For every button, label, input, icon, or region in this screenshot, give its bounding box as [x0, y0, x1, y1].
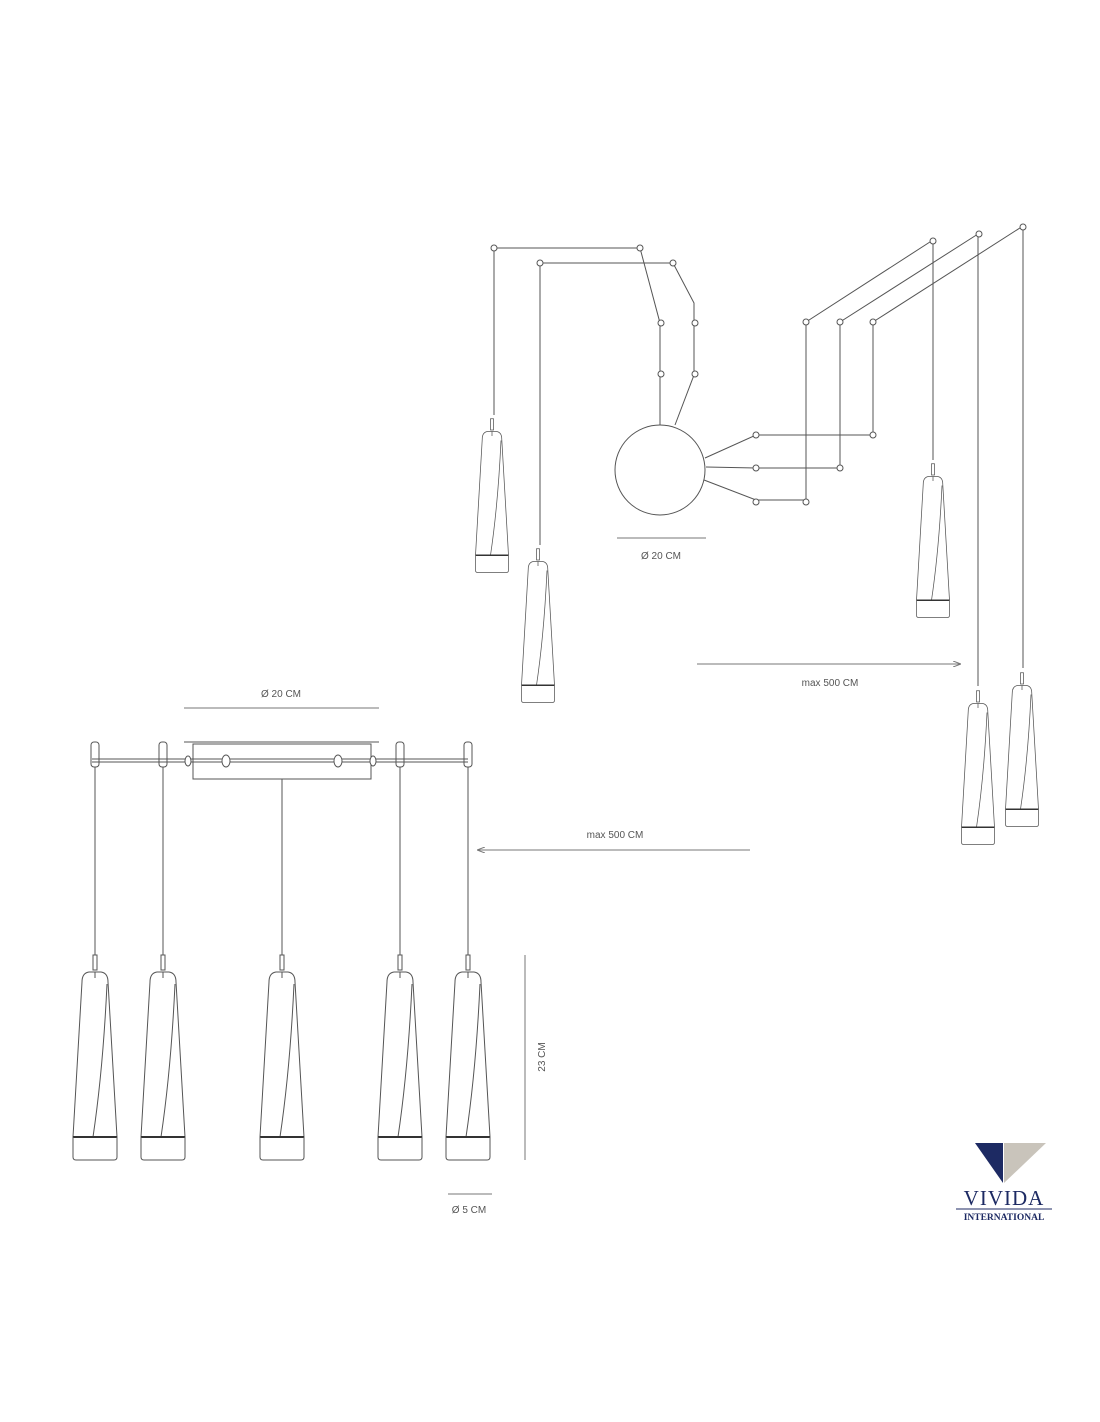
logo-name: VIVIDA: [964, 1186, 1045, 1210]
pendant-lamp: [520, 548, 556, 704]
top-canopy-diameter-label: Ø 20 CM: [641, 551, 681, 562]
pendant-lamp: [1004, 672, 1040, 828]
pendant-lamp: [72, 954, 118, 1161]
front-canopy-diameter-label: Ø 20 CM: [261, 689, 301, 700]
pendant-lamp: [445, 954, 491, 1161]
pendant-lamp: [915, 463, 951, 619]
vivida-logo: VIVIDA INTERNATIONAL: [956, 1143, 1052, 1223]
logo-subtitle: INTERNATIONAL: [964, 1213, 1045, 1223]
top-cable-length-label: max 500 CM: [802, 678, 859, 689]
joints: [490, 223, 1027, 506]
canopy-circle: [614, 424, 706, 516]
front-view-diagram: Ø 20 CM max 500 CM 23 CM Ø 5 CM: [72, 689, 750, 1216]
pendant-lamp: [474, 418, 510, 574]
pendant-lamp: [259, 954, 305, 1161]
top-view-diagram: Ø 20 CM max 500 CM: [474, 223, 1040, 846]
pendant-lamp: [377, 954, 423, 1161]
pendant-lamp: [960, 690, 996, 846]
front-cable-length-label: max 500 CM: [587, 830, 644, 841]
pendant-lamp: [140, 954, 186, 1161]
pendant-diameter-label: Ø 5 CM: [452, 1205, 486, 1216]
pendant-height-label: 23 CM: [537, 1042, 548, 1071]
